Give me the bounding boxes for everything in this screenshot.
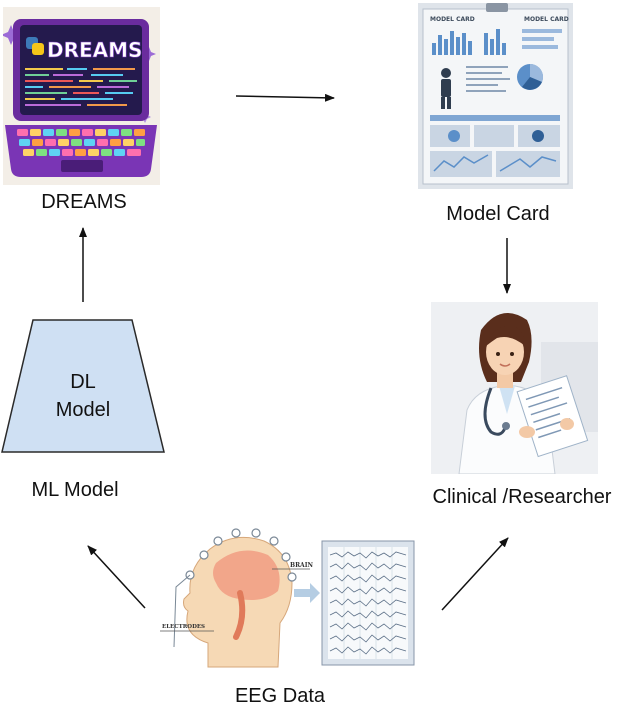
arrow-eeg-to-clinician (441, 537, 509, 611)
clinician-icon (431, 302, 598, 474)
model-card-icon: MODEL CARD MODEL CARD (418, 3, 573, 189)
dreams-screen-text: DREAMS (47, 38, 142, 62)
arrow-dreams-to-model-card (235, 93, 335, 102)
eeg-label: EEG Data (234, 685, 326, 707)
eeg-brain-tag: BRAIN (290, 562, 314, 569)
model-card-header-left: MODEL CARD (430, 16, 475, 23)
eeg-electrodes-tag: ELECTRODES (162, 624, 205, 630)
dreams-laptop-image: DREAMS (3, 7, 160, 185)
dl-model-trapezoid (1, 319, 165, 453)
model-card-label: Model Card (446, 203, 550, 225)
eeg-chart-icon (321, 540, 415, 666)
ml-model-shape: DL Model (0, 318, 166, 454)
clinician-image (431, 302, 598, 474)
clinician-label: Clinical /Researcher (432, 486, 612, 508)
laptop-icon: DREAMS (3, 7, 160, 185)
dl-model-text-line2: Model (55, 399, 111, 421)
ml-model-label: ML Model (31, 479, 119, 501)
model-card-header-right: MODEL CARD (524, 16, 569, 23)
eeg-head-icon: BRAIN ELECTRODES (160, 528, 415, 668)
eeg-image: BRAIN ELECTRODES (160, 527, 420, 669)
dl-model-text-line1: DL (70, 371, 96, 393)
model-card-image: MODEL CARD MODEL CARD (418, 3, 573, 189)
dreams-label: DREAMS (41, 191, 127, 213)
arrow-eeg-to-ml-model (87, 545, 146, 609)
